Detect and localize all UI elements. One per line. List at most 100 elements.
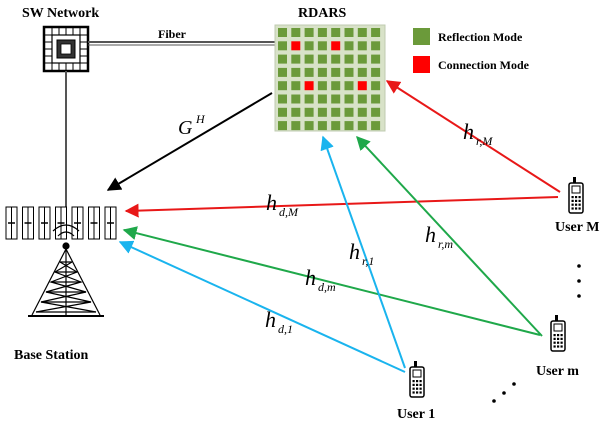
rdars-element-reflection — [291, 67, 301, 77]
rdars-element-reflection — [304, 107, 314, 117]
rdars-element-reflection — [317, 41, 327, 51]
rdars-element-reflection — [278, 81, 287, 91]
svg-text:d,1: d,1 — [278, 322, 293, 336]
user-M-phone-icon — [568, 177, 584, 214]
rdars-element-reflection — [371, 107, 381, 117]
label-hd-M: h d,M — [266, 190, 299, 219]
rdars-element-reflection — [317, 121, 327, 131]
sw-network-label: SW Network — [22, 6, 99, 21]
rdars-element-reflection — [304, 67, 314, 77]
rdars-element-reflection — [357, 67, 367, 77]
rdars-element-reflection — [371, 94, 381, 104]
tower-icon — [28, 224, 104, 317]
legend: Reflection Mode Connection Mode — [413, 28, 530, 73]
link-hd-1 — [118, 240, 406, 373]
rdars-element-reflection — [331, 81, 341, 91]
svg-text:d,m: d,m — [318, 280, 336, 294]
rdars-element-reflection — [278, 67, 287, 77]
antenna-element — [5, 206, 18, 240]
svg-text:h: h — [265, 307, 276, 332]
rdars-element-reflection — [278, 54, 287, 64]
rdars-element-reflection — [371, 67, 381, 77]
antenna-element — [71, 206, 84, 240]
rdars-element-reflection — [371, 28, 381, 37]
rdars-element-reflection — [317, 81, 327, 91]
link-hr-M — [385, 80, 561, 193]
link-g — [106, 92, 273, 191]
user-1-label: User 1 — [397, 407, 435, 422]
rdars-element-reflection — [344, 121, 354, 131]
link-hr-1 — [320, 135, 406, 369]
rdars-element-reflection — [371, 41, 381, 51]
antenna-array — [5, 206, 117, 240]
rdars-element-reflection — [291, 54, 301, 64]
svg-text:r,M: r,M — [476, 134, 493, 148]
rdars-element-reflection — [331, 107, 341, 117]
rdars-element-connection — [291, 41, 301, 51]
legend-reflection-swatch — [413, 28, 430, 45]
rdars-element-reflection — [317, 54, 327, 64]
rdars-element-reflection — [357, 54, 367, 64]
rdars-element-reflection — [317, 107, 327, 117]
label-hr-M: h r,M — [463, 119, 493, 148]
rdars-element-reflection — [344, 94, 354, 104]
user-1-phone-icon — [409, 361, 425, 398]
rdars-element-reflection — [344, 67, 354, 77]
rdars-element-reflection — [344, 54, 354, 64]
antenna-element — [38, 206, 51, 240]
svg-text:r,1: r,1 — [362, 254, 374, 268]
rdars-element-reflection — [278, 107, 287, 117]
g-superscript: H — [195, 112, 206, 126]
rdars-element-reflection — [371, 54, 381, 64]
rdars-element-connection — [304, 81, 314, 91]
rdars-element-connection — [331, 41, 341, 51]
rdars-element-reflection — [291, 107, 301, 117]
rdars-element-reflection — [291, 94, 301, 104]
svg-text:h: h — [425, 222, 436, 247]
rdars-element-reflection — [291, 28, 301, 37]
rdars-element-reflection — [357, 121, 367, 131]
rdars-element-reflection — [291, 81, 301, 91]
fiber-label: Fiber — [158, 27, 187, 41]
rdars-element-reflection — [317, 28, 327, 37]
rdars-element-reflection — [304, 28, 314, 37]
rdars-element-reflection — [357, 41, 367, 51]
svg-text:h: h — [349, 239, 360, 264]
label-hd-1: h d,1 — [265, 307, 293, 336]
rdars-element-reflection — [278, 28, 287, 37]
rdars-label: RDARS — [298, 6, 346, 21]
link-hd-M — [124, 196, 559, 218]
vertical-ellipsis — [577, 264, 581, 298]
rdars-element-grid — [278, 28, 381, 131]
rdars-element-reflection — [278, 41, 287, 51]
svg-text:h: h — [266, 190, 277, 215]
rdars-element-reflection — [331, 28, 341, 37]
label-hr-m: h r,m — [425, 222, 453, 251]
svg-text:d,M: d,M — [279, 205, 299, 219]
legend-connection-swatch — [413, 56, 430, 73]
antenna-element — [88, 206, 100, 240]
rdars-element-reflection — [317, 94, 327, 104]
svg-text:h: h — [305, 265, 316, 290]
base-station-label: Base Station — [14, 348, 89, 363]
link-hd-m — [122, 226, 541, 336]
rdars-element-reflection — [371, 121, 381, 131]
rdars-element-reflection — [357, 28, 367, 37]
svg-text:h: h — [463, 119, 474, 144]
chip-icon — [42, 25, 90, 73]
rdars-element-reflection — [371, 81, 381, 91]
rdars-element-reflection — [357, 94, 367, 104]
legend-connection-label: Connection Mode — [438, 58, 530, 72]
rdars-element-reflection — [278, 94, 287, 104]
rdars-element-reflection — [331, 67, 341, 77]
rdars-element-reflection — [304, 54, 314, 64]
rdars-element-connection — [357, 81, 367, 91]
rdars-element-reflection — [344, 107, 354, 117]
user-m-phone-icon — [550, 315, 566, 352]
rdars-element-reflection — [291, 121, 301, 131]
rdars-element-reflection — [344, 81, 354, 91]
rdars-element-reflection — [304, 94, 314, 104]
rdars-element-reflection — [304, 41, 314, 51]
rdars-element-reflection — [331, 54, 341, 64]
